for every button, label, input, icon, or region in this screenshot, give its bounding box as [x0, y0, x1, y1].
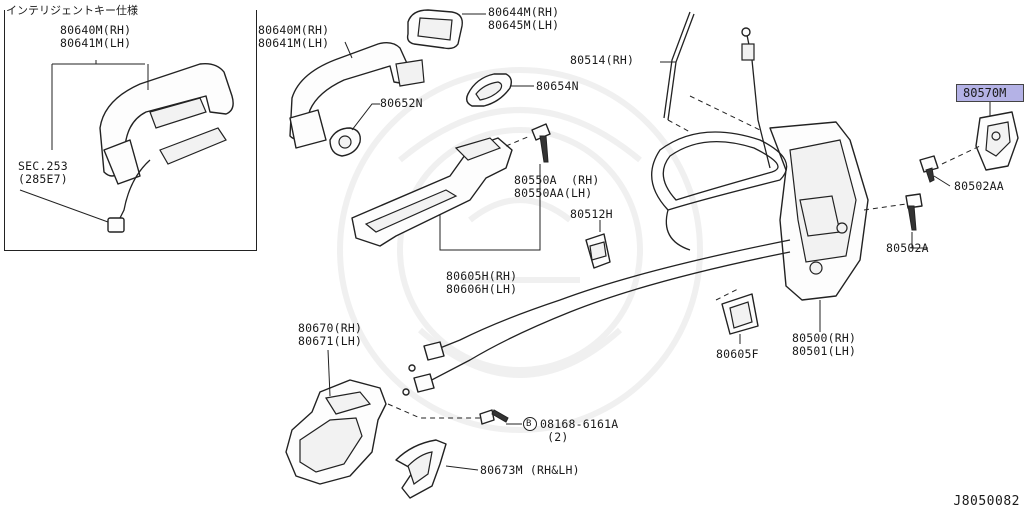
label-small-gasket: 80652N — [380, 96, 423, 110]
bolt-drawing — [479, 409, 537, 431]
screw-80550a-drawing — [531, 123, 551, 163]
label-bolt-mark: B — [526, 419, 532, 429]
label-escutcheon: 80644M(RH) 80645M(LH) — [488, 5, 560, 32]
label-bracket: 80605H(RH) 80606H(LH) — [446, 269, 518, 296]
inset-handle-drawing — [19, 60, 234, 233]
inset-frame — [4, 10, 257, 251]
gasket-drawing — [465, 73, 534, 107]
leader-lines — [539, 164, 601, 232]
inside-handle-drawing — [285, 349, 480, 485]
rod-80514-drawing — [660, 11, 695, 133]
label-clip-80605f: 80605F — [716, 347, 759, 361]
label-screw-80550a: 80550A (RH) 80550AA(LH) — [514, 173, 600, 200]
watermark-emblem — [337, 67, 703, 433]
label-door-lock: 80500(RH) 80501(LH) — [792, 331, 857, 358]
label-rod: 80514(RH) — [570, 53, 635, 67]
clip-80605f-drawing — [715, 287, 759, 344]
cables-drawing — [402, 239, 791, 396]
label-inside-handle: 80670(RH) 80671(LH) — [298, 321, 363, 348]
bracket-drawing — [351, 135, 541, 251]
label-clip-80512h: 80512H — [570, 207, 613, 221]
diagram-id: J8050082 — [953, 494, 1020, 509]
label-screw-80502a: 80502A — [886, 241, 929, 255]
label-cover: 80673M (RH&LH) — [480, 463, 580, 477]
label-gasket: 80654N — [536, 79, 579, 93]
clip-80512h-drawing — [585, 233, 611, 269]
label-screw-80502aa: 80502AA — [954, 179, 1004, 193]
cover-drawing — [395, 439, 479, 499]
escutcheon-drawing — [406, 9, 486, 50]
highlighted-part-label[interactable]: 80570M — [956, 84, 1024, 102]
screw-80502a-drawing — [905, 193, 928, 249]
screw-80502aa-drawing — [919, 155, 951, 187]
part-80570m-drawing — [941, 102, 1019, 171]
inset-title: インテリジェントキー仕様 — [6, 4, 138, 17]
outside-handle-drawing — [289, 41, 425, 149]
label-outside-handle: 80640M(RH) 80641M(LH) — [258, 23, 330, 50]
label-inset-sec: SEC.253 (285E7) — [18, 159, 68, 186]
label-bolt: 08168-6161A (2) — [540, 417, 619, 444]
small-gasket-drawing — [329, 103, 380, 157]
label-inset-handle: 80640M(RH) 80641M(LH) — [60, 23, 132, 50]
door-lock-drawing — [651, 27, 907, 332]
